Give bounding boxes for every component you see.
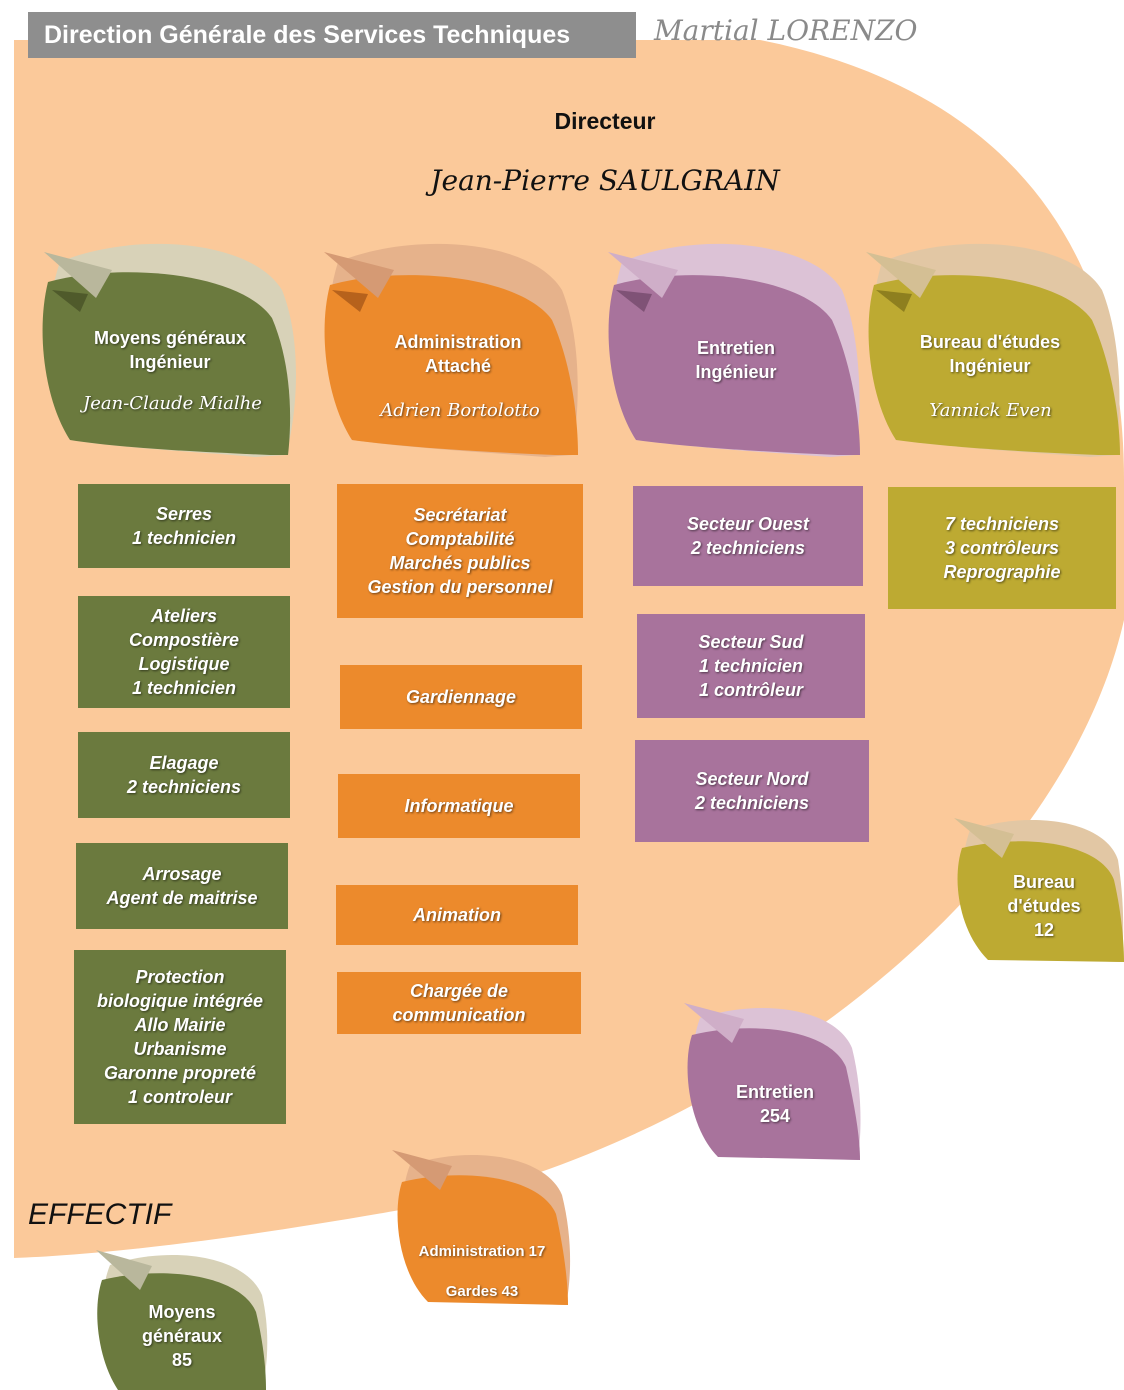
box-communication: Chargée de communication bbox=[337, 972, 581, 1034]
box-gardiennage: Gardiennage bbox=[340, 665, 582, 729]
leaf-effectif-moyens bbox=[96, 1250, 268, 1390]
leaf-bureau-etudes bbox=[866, 243, 1120, 457]
leaf-administration bbox=[324, 243, 578, 457]
dept-bureau-role: Ingénieur bbox=[949, 356, 1031, 376]
dept-admin-role: Attaché bbox=[424, 356, 491, 376]
box-secteur-nord: Secteur Nord 2 techniciens bbox=[635, 740, 869, 842]
dept-moyens-label: Moyens généraux Ingénieur bbox=[70, 326, 270, 374]
effectif-admin-line2: Gardes 43 bbox=[445, 1283, 519, 1300]
leaf-effectif-bureau bbox=[954, 818, 1124, 962]
effectif-bureau-line2: d'études bbox=[1007, 896, 1081, 916]
leaf-effectif-entretien bbox=[684, 1003, 861, 1160]
box-arrosage: Arrosage Agent de maitrise bbox=[76, 843, 288, 929]
director-name: Jean-Pierre SAULGRAIN bbox=[430, 164, 780, 197]
effectif-entretien-line1: Entretien bbox=[735, 1082, 814, 1102]
dept-entretien-role: Ingénieur bbox=[695, 362, 777, 382]
dept-moyens-person: Jean-Claude Mialhe bbox=[83, 393, 262, 414]
effectif-label: EFFECTIF bbox=[28, 1198, 172, 1231]
box-informatique: Informatique bbox=[338, 774, 580, 838]
dept-entretien-label: Entretien Ingénieur bbox=[636, 336, 836, 384]
dept-moyens-role: Ingénieur bbox=[129, 352, 211, 372]
box-animation: Animation bbox=[336, 885, 578, 945]
dept-bureau-person: Yannick Even bbox=[929, 400, 1052, 421]
leaf-moyens-generaux bbox=[42, 243, 297, 457]
box-elagage: Elagage 2 techniciens bbox=[78, 732, 290, 818]
effectif-bureau-line1: Bureau bbox=[1012, 872, 1075, 892]
effectif-entretien-count: 254 bbox=[759, 1106, 791, 1126]
box-ateliers: Ateliers Compostière Logistique 1 techni… bbox=[78, 596, 290, 708]
header-person-name: Martial LORENZO bbox=[654, 14, 918, 47]
box-protection: Protection biologique intégrée Allo Mair… bbox=[74, 950, 286, 1124]
effectif-bureau-count: 12 bbox=[1033, 920, 1055, 940]
leaf-entretien bbox=[608, 243, 860, 457]
effectif-moyens: Moyens généraux 85 bbox=[122, 1300, 242, 1372]
effectif-moyens-line2: généraux bbox=[141, 1326, 223, 1346]
dept-entretien-title: Entretien bbox=[696, 338, 775, 358]
box-serres: Serres 1 technicien bbox=[78, 484, 290, 568]
effectif-moyens-count: 85 bbox=[171, 1350, 193, 1370]
leaf-effectif-administration bbox=[392, 1150, 571, 1305]
effectif-moyens-line1: Moyens bbox=[148, 1302, 216, 1322]
dept-admin-person: Adrien Bortolotto bbox=[380, 400, 540, 421]
effectif-administration: Administration 17 Gardes 43 bbox=[406, 1232, 558, 1312]
box-secteur-ouest: Secteur Ouest 2 techniciens bbox=[633, 486, 863, 586]
box-secteur-sud: Secteur Sud 1 technicien 1 contrôleur bbox=[637, 614, 865, 718]
effectif-bureau: Bureau d'études 12 bbox=[984, 870, 1104, 942]
box-bureau-staff: 7 techniciens 3 contrôleurs Reprographie bbox=[888, 487, 1116, 609]
effectif-entretien: Entretien 254 bbox=[712, 1080, 838, 1128]
effectif-admin-line1: Administration 17 bbox=[418, 1243, 546, 1260]
dept-bureau-title: Bureau d'études bbox=[919, 332, 1061, 352]
box-secretariat: Secrétariat Comptabilité Marchés publics… bbox=[337, 484, 583, 618]
dept-moyens-title: Moyens généraux bbox=[93, 328, 247, 348]
dept-bureau-label: Bureau d'études Ingénieur bbox=[890, 330, 1090, 378]
dept-admin-label: Administration Attaché bbox=[358, 330, 558, 378]
director-title: Directeur bbox=[554, 108, 656, 134]
dept-admin-title: Administration bbox=[394, 332, 522, 352]
header-title: Direction Générale des Services Techniqu… bbox=[28, 12, 636, 58]
